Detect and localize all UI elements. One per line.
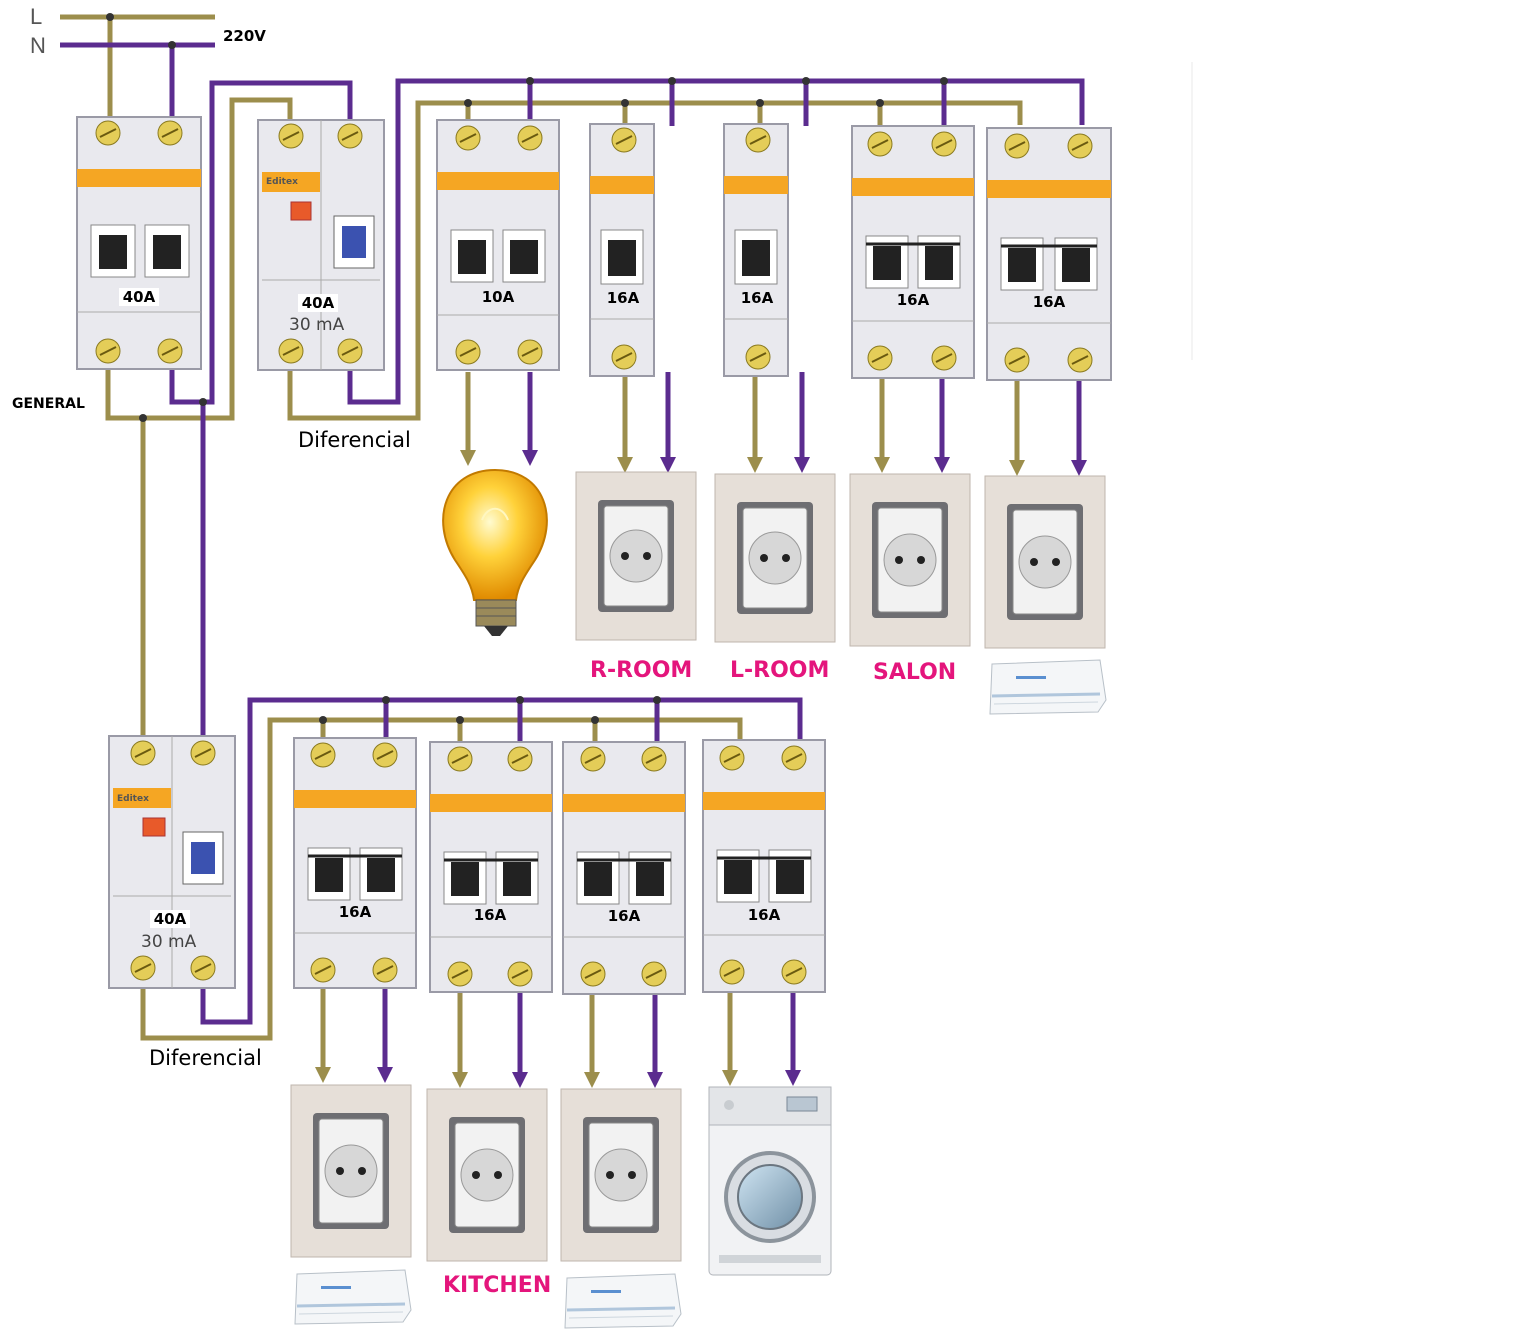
load-arrows-bottom [314,985,802,1089]
load-arrows-top [459,372,1088,477]
l-room-label: L-ROOM [730,658,830,683]
junction-dots [106,13,948,724]
socket-icon [575,471,697,641]
rating-salon: 16A [896,291,930,309]
breaker-b2 [429,741,553,993]
neutral-label: N [30,33,46,58]
rcd-bottom [108,735,236,989]
air-conditioner-icon [989,659,1107,715]
rating-l-room: 16A [740,289,774,307]
breaker-light [436,119,560,371]
air-conditioner-icon [564,1273,682,1329]
light-bulb-icon [442,468,548,636]
sensitivity-rcd-bottom: 30 mA [141,932,197,952]
rating-b2: 16A [473,906,507,924]
socket-icon [426,1088,548,1262]
breaker-b3 [562,741,686,995]
rating-b4: 16A [747,906,781,924]
rating-r-room: 16A [606,289,640,307]
rating-b1: 16A [338,903,372,921]
line-label: L [30,4,43,29]
breaker-ac-top [986,127,1112,381]
washing-machine-icon [708,1086,832,1276]
salon-label: SALON [873,660,957,685]
neutral-wires [60,42,1085,1025]
rating-b3: 16A [607,907,641,925]
brand-rcd-bottom: Editex [117,794,149,804]
breaker-b4 [702,739,826,993]
general-label: GENERAL [12,396,85,412]
voltage-label: 220V [223,27,266,45]
breaker-r-room [589,123,655,377]
rating-rcd-top: 40A [298,294,338,312]
breaker-salon [851,125,975,379]
socket-icon [849,473,971,647]
kitchen-label: KITCHEN [443,1273,552,1298]
diferencial-bottom-label: Diferencial [149,1046,262,1070]
r-room-label: R-ROOM [590,658,693,683]
rcd-top [257,119,385,371]
socket-icon [290,1084,412,1258]
diferencial-top-label: Diferencial [298,428,411,452]
air-conditioner-icon [294,1269,412,1325]
rating-light: 10A [481,288,515,306]
socket-icon [984,475,1106,649]
breaker-l-room [723,123,789,377]
socket-icon [560,1088,682,1262]
sensitivity-rcd-top: 30 mA [289,315,345,335]
rating-general: 40A [119,288,159,306]
socket-icon [714,473,836,643]
brand-rcd-top: Editex [266,177,298,187]
breaker-b1 [293,737,417,989]
rating-rcd-bottom: 40A [150,910,190,928]
rating-ac-top: 16A [1032,293,1066,311]
breaker-general [76,116,202,370]
